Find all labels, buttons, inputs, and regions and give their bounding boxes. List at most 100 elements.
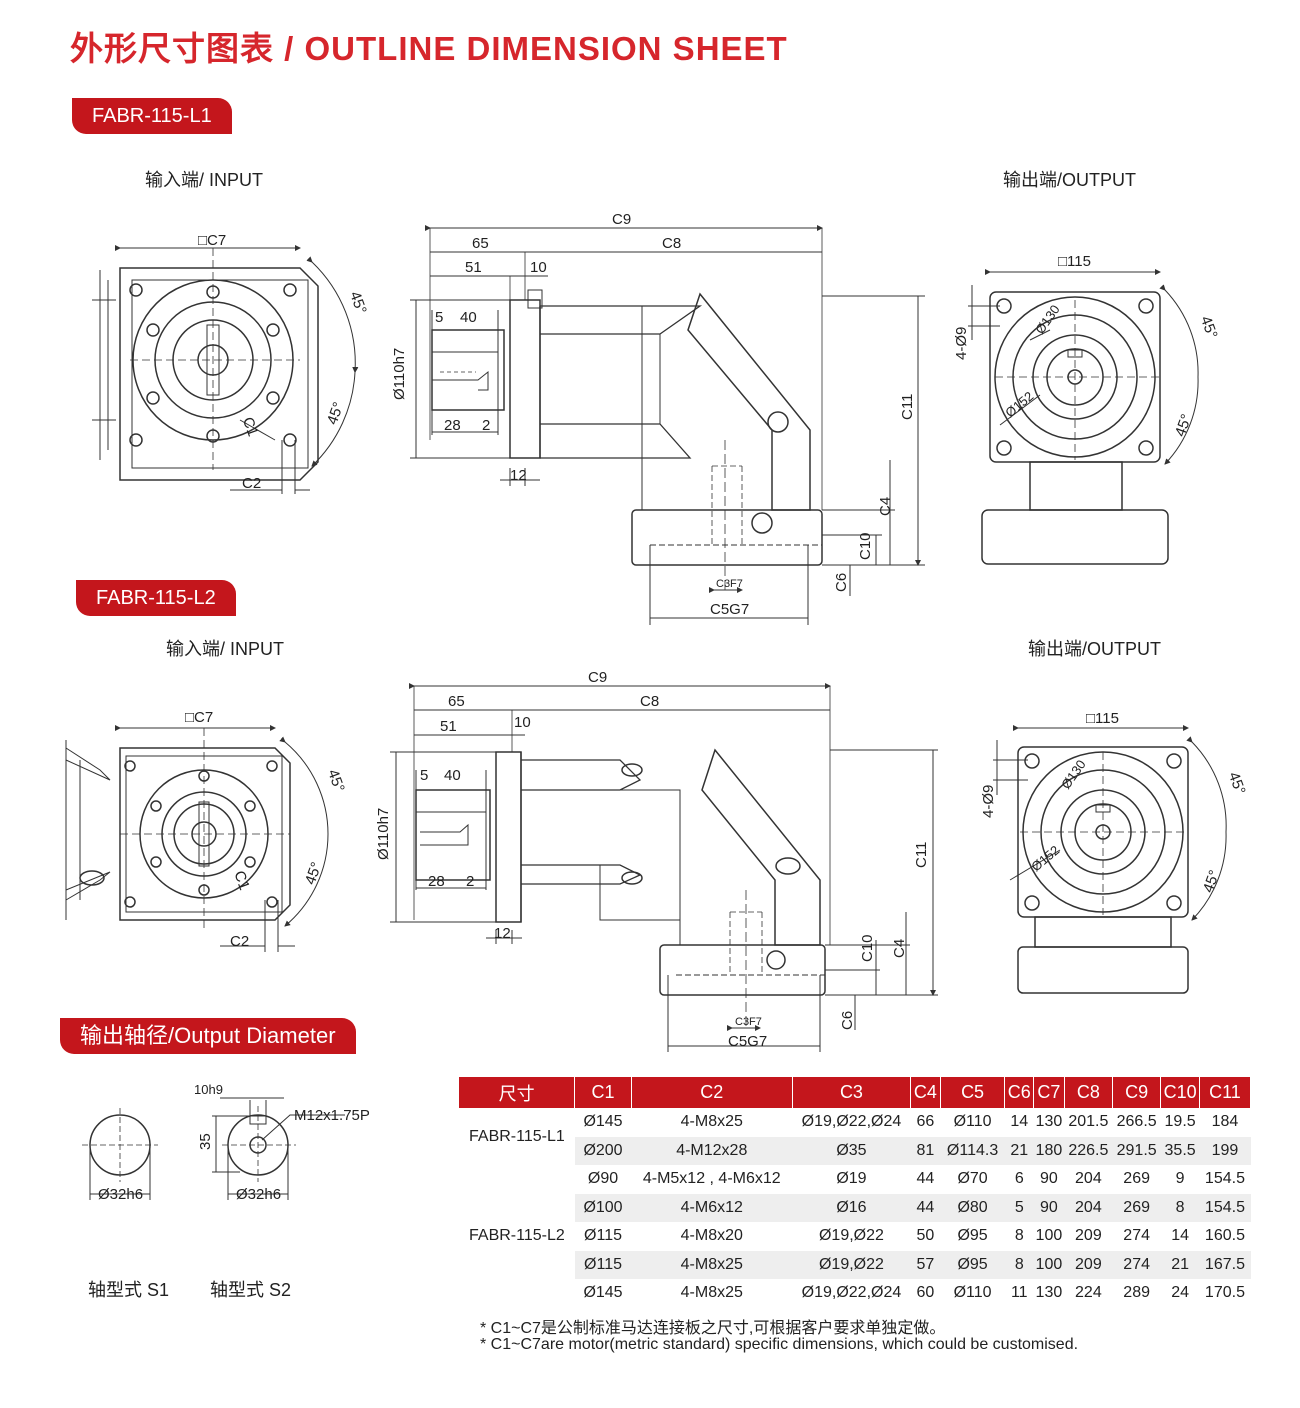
table-cell: 4-M8x25 (631, 1250, 793, 1279)
l2-10-label: 10 (514, 714, 531, 731)
col-header: C9 (1112, 1077, 1162, 1108)
l2-c6-label: C6 (839, 1011, 856, 1030)
output-label-l2: 输出端/OUTPUT (1028, 639, 1161, 659)
l2-40-label: 40 (444, 767, 461, 784)
l2-51-label: 51 (440, 718, 457, 735)
l1-c3-label: C3F7 (716, 578, 743, 590)
l2-c3-label: C3F7 (735, 1016, 762, 1028)
model-tag-l1: FABR-115-L1 (72, 98, 232, 134)
table-row: Ø115 4-M8x20 Ø19,Ø22 50 Ø95 8 100 209 27… (459, 1222, 1251, 1251)
col-header: C4 (910, 1077, 941, 1108)
l1-c2-label: C2 (242, 475, 261, 492)
l2-c5-label: C5G7 (728, 1033, 767, 1050)
table-cell: 224 (1075, 1284, 1102, 1302)
table-cell: Ø95 (940, 1250, 1005, 1279)
table-cell: Ø19 (836, 1170, 867, 1188)
table-cell: Ø115 (584, 1227, 622, 1245)
l2-2-label: 2 (466, 873, 474, 890)
l1-out-angle-bottom: 45° (1172, 412, 1196, 439)
table-cell: Ø70 (957, 1170, 988, 1188)
l2-out-angle-bottom: 45° (1200, 868, 1224, 895)
table-row: Ø115 4-M8x25 Ø19,Ø22 57 Ø95 8 100 209 27… (459, 1250, 1251, 1279)
col-header: C2 (631, 1077, 793, 1108)
l1-angle-top: 45° (346, 289, 370, 316)
table-cell: 167.5 (1199, 1250, 1251, 1279)
table-cell: 130 (1035, 1284, 1063, 1302)
l2-d152-label: Ø152 (1028, 842, 1062, 874)
l1-c6-label: C6 (833, 573, 850, 592)
table-cell: Ø110 (953, 1113, 992, 1131)
table-cell: 4-M6x12 (631, 1193, 793, 1222)
table-cell: 8 (1160, 1193, 1200, 1222)
table-cell: Ø35 (792, 1136, 911, 1165)
l1-d110-label: Ø110h7 (391, 348, 408, 400)
l2-c4-label: C4 (891, 939, 908, 958)
col-header: C8 (1064, 1077, 1114, 1108)
model-cell: FABR-115-L1 (459, 1108, 575, 1165)
col-header: C6 (1004, 1077, 1035, 1108)
shaft-s1-diameter: Ø32h6 (98, 1186, 143, 1203)
table-cell: 266.5 (1116, 1113, 1157, 1131)
table-cell: Ø110 (953, 1284, 992, 1302)
l2-12-label: 12 (494, 925, 511, 942)
table-cell: Ø19,Ø22,Ø24 (801, 1284, 902, 1302)
spec-table-header: 尺寸 C1 C2 C3 C4 C5 C6 C7 C8 C9 C10 C11 (459, 1077, 1252, 1108)
l2-angle-top: 45° (324, 767, 348, 794)
spec-table: 尺寸 C1 C2 C3 C4 C5 C6 C7 C8 C9 C10 C11 FA… (459, 1077, 1252, 1308)
table-cell: 90 (1040, 1170, 1058, 1188)
note-chinese: * C1~C7是公制标准马达连接板之尺寸,可根据客户要求单独定做。 (480, 1320, 946, 1337)
table-row: Ø100 4-M6x12 Ø16 44 Ø80 5 90 204 269 8 1… (459, 1193, 1251, 1222)
l1-out-angle-top: 45° (1197, 314, 1221, 341)
l1-c9-label: C9 (612, 211, 631, 228)
l2-sq115-label: □115 (1086, 710, 1119, 727)
table-cell: 6 (1014, 1170, 1024, 1188)
shaft-35-label: 35 (197, 1133, 214, 1150)
table-cell: 8 (1014, 1227, 1024, 1245)
l2-28-label: 28 (428, 873, 445, 890)
shaft-key-label: 10h9 (194, 1082, 223, 1097)
input-label-l1: 输入端/ INPUT (145, 170, 264, 190)
col-header: C7 (1033, 1077, 1065, 1108)
col-header: 尺寸 (459, 1077, 576, 1108)
table-cell: Ø100 (574, 1193, 632, 1222)
note-english: * C1~C7are motor(metric standard) specif… (480, 1336, 1079, 1353)
table-row: Ø145 4-M8x25 Ø19,Ø22,Ø24 60 Ø110 11 130 … (459, 1279, 1251, 1308)
page-title: 外形尺寸图表 / OUTLINE DIMENSION SHEET (70, 30, 788, 67)
col-header: C1 (574, 1077, 632, 1108)
l1-2-label: 2 (482, 417, 490, 434)
l1-c1-label: C1 (239, 415, 262, 439)
table-cell: 269 (1112, 1193, 1161, 1222)
l2-c10-label: C10 (859, 934, 876, 962)
table-cell: 291.5 (1112, 1136, 1161, 1165)
col-header: C3 (792, 1077, 912, 1108)
output-diameter-tag: 输出轴径/Output Diameter (60, 1018, 356, 1054)
table-cell: 204 (1075, 1170, 1102, 1188)
table-cell: 180 (1033, 1136, 1065, 1165)
l1-5-label: 5 (435, 309, 443, 326)
table-cell: 35.5 (1160, 1136, 1200, 1165)
table-cell: Ø145 (583, 1113, 623, 1131)
l2-output-flange-drawing (993, 725, 1227, 994)
l1-side-drawing (410, 225, 925, 625)
l1-10-label: 10 (530, 259, 547, 276)
table-row: FABR-115-L2 Ø90 4-M5x12 , 4-M6x12 Ø19 44… (459, 1165, 1251, 1308)
col-header: C10 (1160, 1077, 1200, 1108)
l1-c4-label: C4 (877, 497, 894, 516)
table-cell: Ø115 (574, 1250, 632, 1279)
table-row: FABR-115-L1 Ø145 4-M8x25 Ø19,Ø22,Ø24 66 … (459, 1108, 1251, 1165)
table-cell: 184 (1211, 1113, 1239, 1131)
table-cell: Ø145 (583, 1284, 623, 1302)
l1-input-flange-drawing (92, 245, 359, 494)
table-cell: 9 (1175, 1170, 1185, 1188)
l1-c7-label: □C7 (198, 232, 226, 249)
table-cell: 170.5 (1204, 1284, 1245, 1302)
table-cell: 50 (916, 1227, 935, 1245)
table-cell: Ø16 (792, 1193, 911, 1222)
table-cell: 199 (1199, 1136, 1251, 1165)
table-cell: 4-M5x12 , 4-M6x12 (642, 1170, 781, 1188)
table-cell: 66 (916, 1113, 935, 1131)
table-cell: 4-M8x20 (680, 1227, 743, 1245)
table-cell: 14 (1171, 1227, 1189, 1245)
table-cell: 289 (1123, 1284, 1150, 1302)
table-cell: 14 (1010, 1113, 1029, 1131)
